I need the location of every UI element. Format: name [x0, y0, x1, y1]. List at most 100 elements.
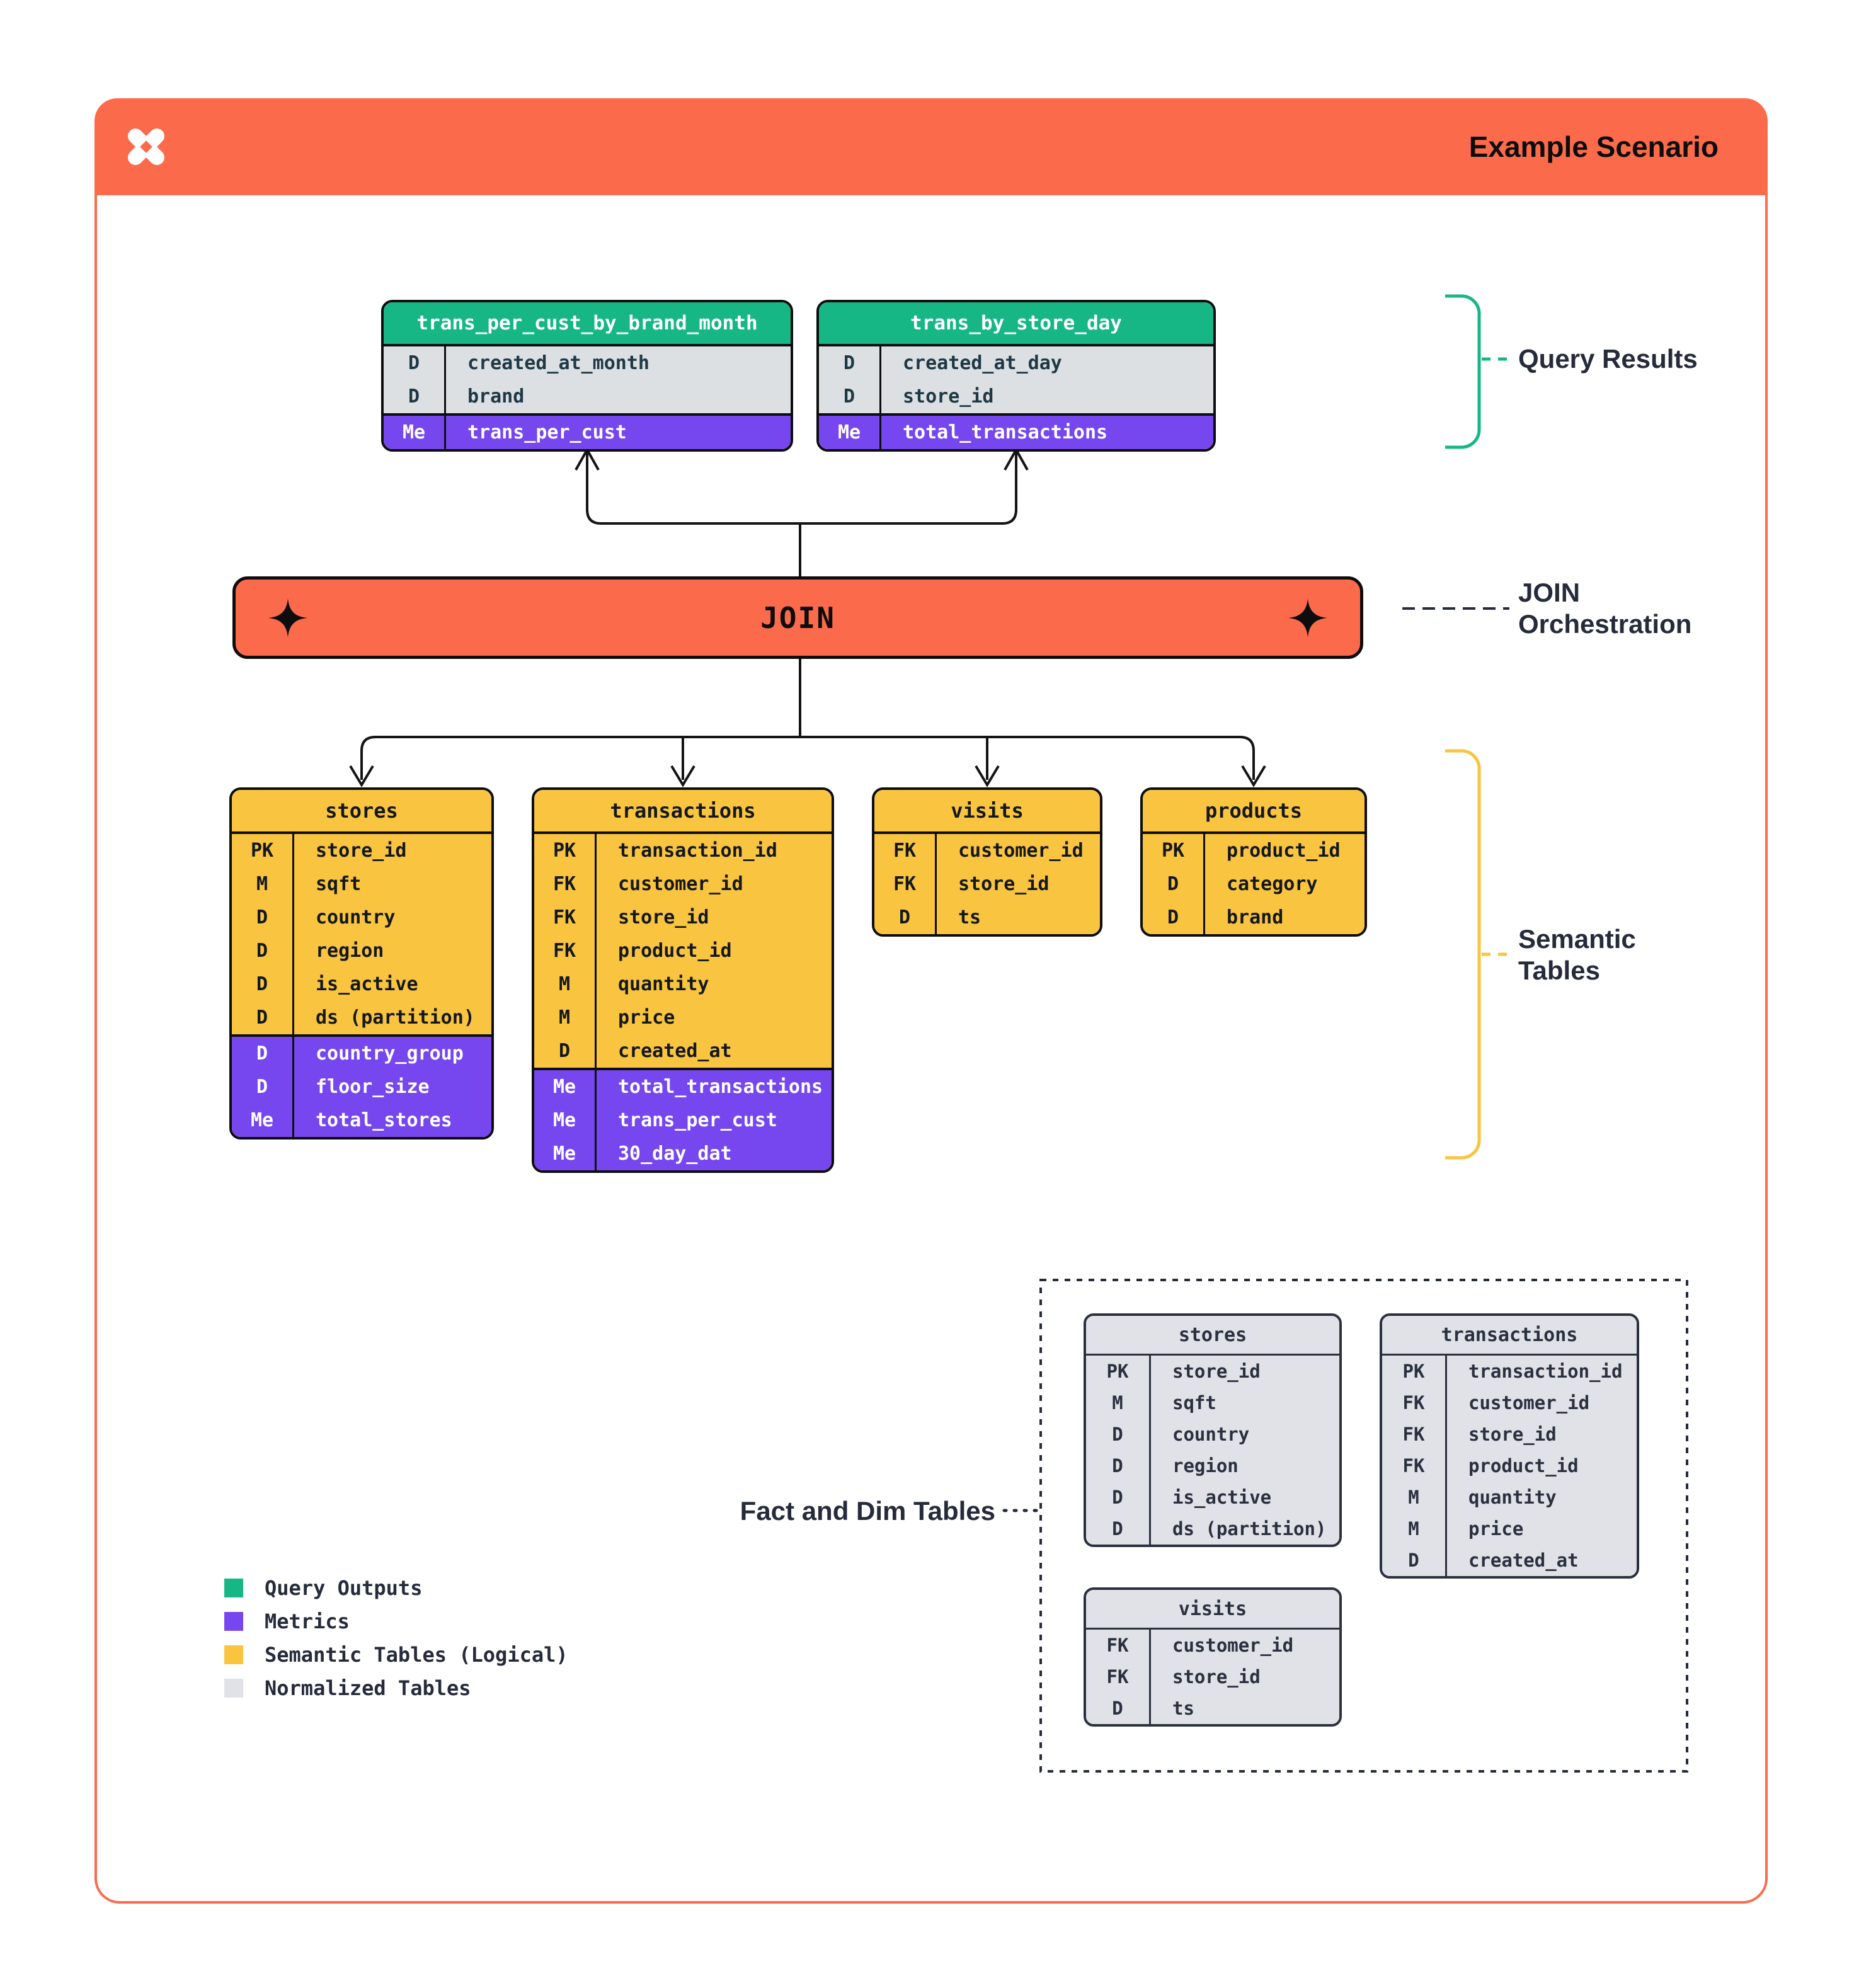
column-type-badge: FK: [874, 834, 937, 867]
join-orchestration-label-line1: JOIN: [1518, 578, 1581, 607]
metric-section: Me total_transactions: [819, 413, 1213, 449]
column-name: store_id: [903, 386, 994, 408]
column-type-badge: FK: [1382, 1387, 1447, 1419]
column-name: total_transactions: [618, 1076, 823, 1098]
column-name: created_at_month: [467, 352, 649, 374]
column-name: country: [316, 906, 396, 928]
column-name: store_id: [618, 906, 709, 928]
column-name: price: [1468, 1518, 1524, 1540]
column-name: customer_id: [1468, 1392, 1590, 1414]
column-name: created_at_day: [903, 352, 1062, 374]
column-type-badge: D: [232, 968, 294, 1001]
table-title: visits: [874, 790, 1100, 834]
column-type-badge: PK: [1086, 1356, 1151, 1387]
column-type-badge: FK: [1086, 1630, 1151, 1661]
table-row: Me total_transactions: [819, 416, 1213, 449]
column-type-badge: D: [1086, 1482, 1151, 1513]
column-type-badge: FK: [534, 867, 597, 901]
column-name: store_id: [958, 873, 1050, 895]
column-type-badge: D: [1143, 867, 1205, 901]
fact-dim-tables-label: Fact and Dim Tables: [740, 1496, 995, 1526]
legend-swatch: [224, 1611, 243, 1631]
column-type-badge: D: [534, 1034, 597, 1068]
column-type-badge: Me: [534, 1137, 597, 1170]
column-type-badge: M: [534, 1001, 597, 1034]
column-name: store_id: [1172, 1666, 1261, 1688]
column-name: trans_per_cust: [467, 421, 627, 443]
column-name: 30_day_dat: [618, 1143, 732, 1165]
table-row: Me 30_day_dat: [534, 1137, 832, 1170]
column-name: total_transactions: [903, 421, 1108, 443]
column-name: quantity: [618, 973, 709, 995]
column-type-badge: FK: [1382, 1419, 1447, 1450]
column-type-badge: D: [232, 934, 294, 968]
table-title: products: [1143, 790, 1365, 834]
column-name: price: [618, 1007, 675, 1029]
column-name: store_id: [1468, 1424, 1557, 1445]
table-title: trans_by_store_day: [819, 302, 1213, 346]
table-row: FK store_id: [1382, 1419, 1637, 1450]
column-type-badge: D: [874, 901, 937, 934]
column-type-badge: FK: [1382, 1450, 1447, 1482]
column-type-badge: M: [1086, 1387, 1151, 1419]
column-type-badge: D: [384, 346, 446, 380]
column-name: customer_id: [1172, 1635, 1294, 1656]
column-name: trans_per_cust: [618, 1109, 777, 1131]
query-results-label: Query Results: [1518, 344, 1698, 374]
column-name: transaction_id: [618, 840, 777, 862]
table-title: transactions: [534, 790, 832, 834]
column-type-badge: FK: [534, 934, 597, 968]
sparkle-icon: [268, 598, 307, 637]
legend-label: Normalized Tables: [265, 1676, 471, 1700]
column-type-badge: FK: [1086, 1661, 1151, 1693]
semantic-tables-label-line2: Tables: [1518, 956, 1600, 985]
column-name: is_active: [316, 973, 418, 995]
column-type-badge: M: [1382, 1482, 1447, 1513]
column-type-badge: D: [1086, 1513, 1151, 1545]
legend-swatch: [224, 1578, 243, 1597]
column-type-badge: Me: [534, 1104, 597, 1137]
column-type-badge: D: [1086, 1693, 1151, 1724]
column-type-badge: PK: [1382, 1356, 1447, 1387]
column-name: category: [1227, 873, 1318, 895]
column-name: transaction_id: [1468, 1361, 1623, 1382]
column-type-badge: Me: [819, 416, 881, 449]
column-name: quantity: [1468, 1487, 1557, 1508]
column-type-badge: M: [534, 968, 597, 1001]
column-name: is_active: [1172, 1487, 1272, 1508]
column-name: total_stores: [316, 1109, 452, 1131]
